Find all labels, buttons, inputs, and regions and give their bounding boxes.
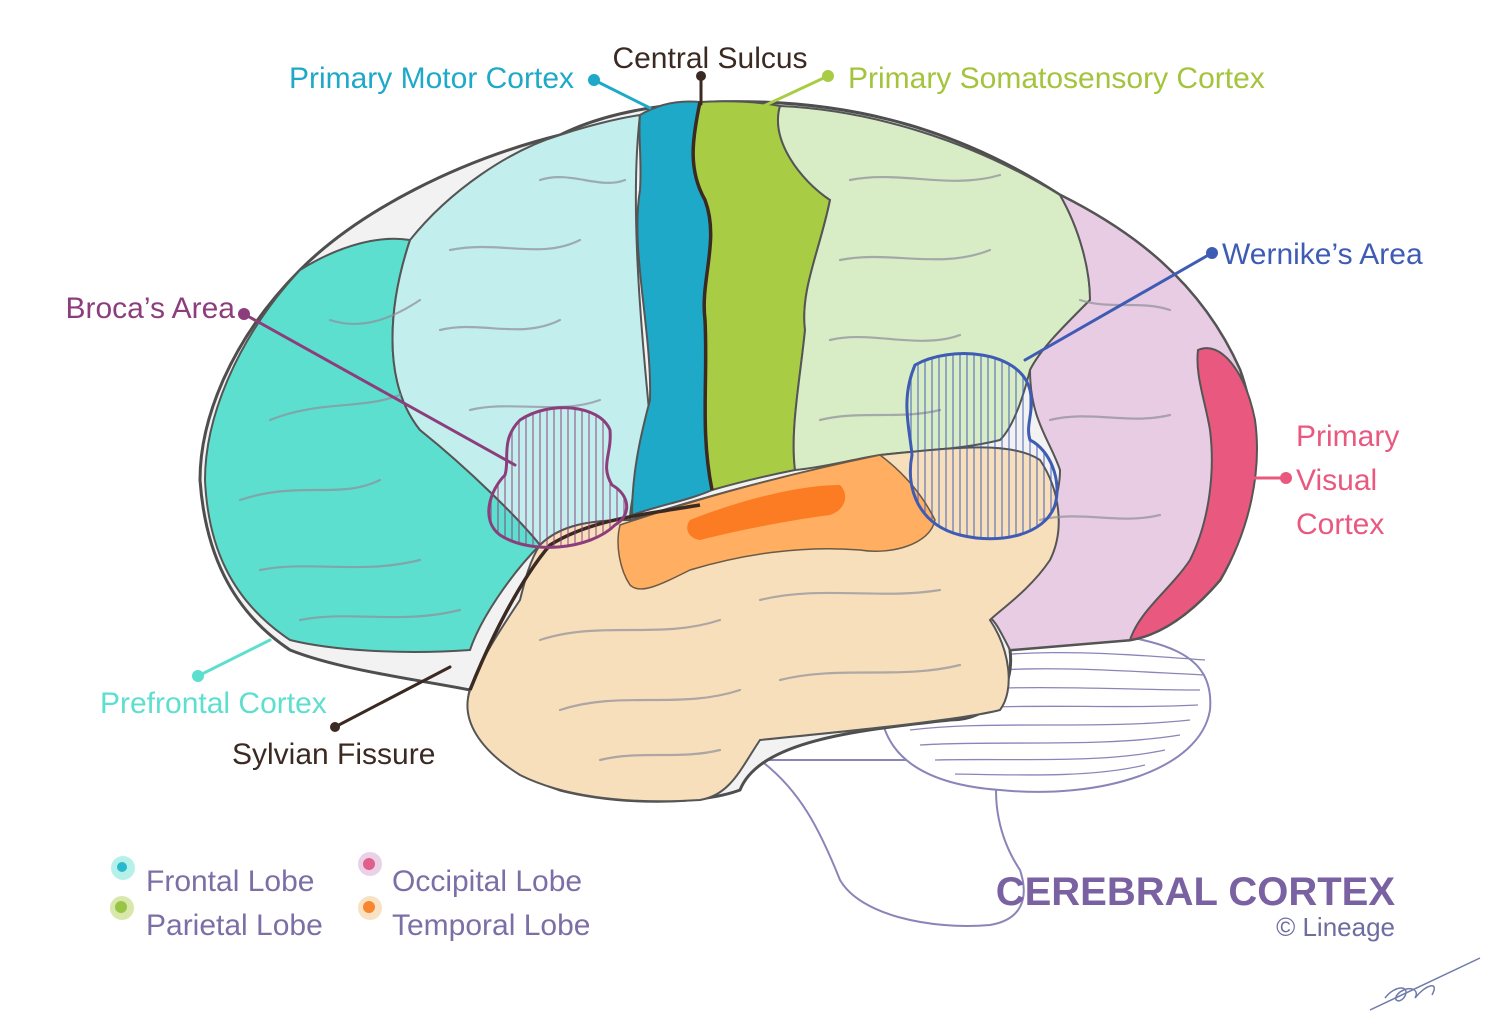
legend-label: Parietal Lobe [146,909,323,942]
wernikes-area [905,352,1059,541]
brainstem [757,759,1025,927]
brocas-area [487,406,629,549]
label-primary-visual-cortex-line-1: Primary [1296,420,1399,453]
label-primary-visual-cortex-line-2: Visual [1296,464,1377,497]
label-brocas-area: Broca’s Area [65,292,235,325]
primary-visual-cortex [1128,347,1258,642]
label-primary-motor-cortex: Primary Motor Cortex [289,62,574,95]
legend-label: Temporal Lobe [392,909,590,942]
legend-item-temporal-lobe: Temporal Lobe [358,896,590,942]
credit: © Lineage [1276,912,1395,942]
artist-signature [1369,957,1481,1011]
leader-lines [192,70,1292,732]
label-primary-visual-cortex-line-3: Cortex [1296,508,1384,541]
label-wernikes-area: Wernike’s Area [1222,238,1423,271]
auditory-cortex-core [687,485,846,540]
label-central-sulcus: Central Sulcus [612,42,807,75]
legend-item-parietal-lobe: Parietal Lobe [110,896,323,942]
leader-prefrontal-cortex [196,638,272,678]
legend: Frontal Lobe Parietal Lobe Occipital Lob… [110,852,590,942]
leader-primary-somatosensory-cortex [753,74,830,112]
central-sulcus-line [691,101,714,491]
legend-label: Occipital Lobe [392,865,582,898]
legend-item-occipital-lobe: Occipital Lobe [358,852,582,898]
leader-wernikes-area [1023,251,1214,362]
diagram-title: CEREBRAL CORTEX [996,870,1396,914]
legend-item-frontal-lobe: Frontal Lobe [111,856,314,898]
leader-sylvian-fissure [333,665,452,729]
label-primary-somatosensory-cortex: Primary Somatosensory Cortex [848,62,1265,95]
leader-primary-motor-cortex [592,78,652,110]
label-prefrontal-cortex: Prefrontal Cortex [100,687,327,720]
legend-label: Frontal Lobe [146,865,314,898]
label-sylvian-fissure: Sylvian Fissure [232,738,435,771]
gyri-details [238,173,1172,762]
leader-brocas-area [242,312,517,467]
